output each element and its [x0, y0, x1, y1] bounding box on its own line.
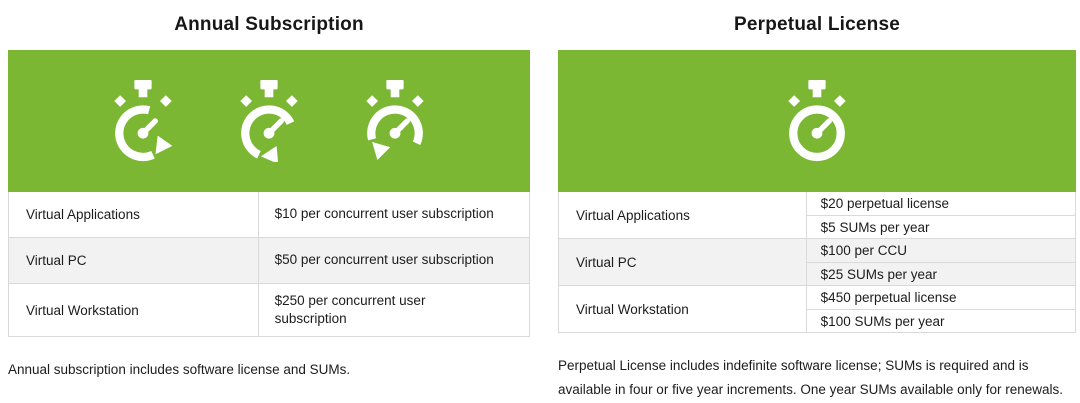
price-line: $450 perpetual license	[820, 290, 957, 305]
pricing-table: Virtual Applications $10 per concurrent …	[8, 192, 530, 338]
product-name-cell: Virtual PC	[9, 238, 259, 283]
pricing-table: Virtual Applications $20 perpetual licen…	[558, 192, 1076, 333]
product-name-cell: Virtual Workstation	[9, 284, 259, 337]
price-cell: $100 per CCU $25 SUMs per year	[806, 239, 1075, 285]
price-cell: $20 perpetual license $5 SUMs per year	[806, 192, 1075, 238]
price-line: $100 SUMs per year	[806, 309, 1075, 332]
stopwatch-refresh-icon	[114, 80, 173, 162]
table-row: Virtual Applications $10 per concurrent …	[9, 192, 529, 237]
stopwatch-refresh-icon	[366, 80, 424, 160]
annual-subscription-panel: Annual Subscription	[8, 0, 530, 403]
product-name-cell: Virtual Workstation	[559, 286, 807, 332]
price-line: $20 perpetual license	[820, 196, 950, 211]
table-row: Virtual Workstation $250 per concurrent …	[9, 283, 529, 337]
stopwatch-refresh-icon	[240, 80, 298, 162]
perpetual-license-panel: Perpetual License Virtual Applications	[558, 0, 1076, 403]
price-line: $25 SUMs per year	[806, 262, 1075, 285]
table-row: Virtual PC $50 per concurrent user subsc…	[9, 237, 529, 283]
table-header-banner	[558, 50, 1076, 192]
product-name-cell: Virtual PC	[559, 239, 807, 285]
product-name-cell: Virtual Applications	[9, 192, 259, 237]
product-name-cell: Virtual Applications	[559, 192, 807, 238]
table-row: Virtual PC $100 per CCU $25 SUMs per yea…	[559, 238, 1075, 285]
price-cell: $250 per concurrent user subscription	[274, 293, 426, 327]
price-cell: $450 perpetual license $100 SUMs per yea…	[806, 286, 1075, 332]
price-line: $100 per CCU	[820, 243, 907, 258]
price-cell: $50 per concurrent user subscription	[274, 252, 494, 268]
price-cell: $10 per concurrent user subscription	[274, 206, 494, 222]
table-row: Virtual Applications $20 perpetual licen…	[559, 192, 1075, 238]
table-row: Virtual Workstation $450 perpetual licen…	[559, 285, 1075, 332]
price-line: $5 SUMs per year	[806, 215, 1075, 238]
table-title: Perpetual License	[733, 14, 901, 35]
stopwatch-icon	[788, 80, 846, 162]
table-title: Annual Subscription	[174, 14, 364, 35]
table-header-banner	[8, 50, 530, 192]
table-footnote: Perpetual License includes indefinite so…	[558, 358, 1063, 398]
table-footnote: Annual subscription includes software li…	[8, 362, 351, 378]
